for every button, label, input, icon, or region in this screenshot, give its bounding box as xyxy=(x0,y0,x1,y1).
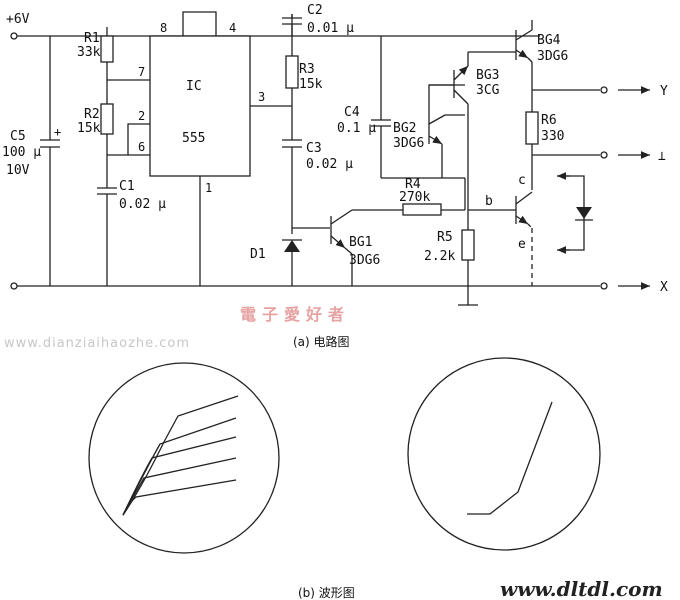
ic-555: IC 555 8 4 7 2 6 3 1 xyxy=(107,11,292,286)
r4-value: 270k xyxy=(399,190,430,205)
ic-ref: IC xyxy=(186,79,202,94)
output-x-label: X xyxy=(660,280,668,295)
watermark-url: www.dianziaihaozhe.com xyxy=(4,336,190,351)
pin-8: 8 xyxy=(160,21,167,35)
svg-text:+: + xyxy=(54,125,61,139)
resistor-r1: R1 33k xyxy=(77,27,114,80)
pin-3: 3 xyxy=(258,90,265,104)
dut-b: b xyxy=(485,194,493,209)
r1-ref: R1 xyxy=(84,31,100,46)
output-terminals: Y ⊥ X xyxy=(600,84,668,295)
c5-voltage: 10V xyxy=(6,163,30,178)
ic-type: 555 xyxy=(182,131,205,146)
caption-a: (a) 电路图 xyxy=(293,334,350,349)
r6-ref: R6 xyxy=(541,113,557,128)
pin-7: 7 xyxy=(138,65,145,79)
resistor-r3: R3 15k xyxy=(285,36,323,140)
capacitor-c2: C2 0.01 μ xyxy=(282,3,354,36)
watermark-cn: 電子愛好者 xyxy=(240,305,350,324)
c2-ref: C2 xyxy=(307,3,323,18)
bg2-ref: BG2 xyxy=(393,121,416,136)
c3-ref: C3 xyxy=(306,141,322,156)
capacitor-c1: C1 0.02 μ xyxy=(97,155,166,286)
bg1-ref: BG1 xyxy=(349,235,372,250)
device-under-test: c b e xyxy=(468,172,593,286)
capacitor-c4: C4 0.1 μ xyxy=(337,36,465,179)
pin-6: 6 xyxy=(138,140,145,154)
diode-d1: D1 xyxy=(250,239,302,286)
resistor-r6: R6 330 xyxy=(525,111,650,190)
bg3-ref: BG3 xyxy=(476,68,499,83)
c5-value: 100 μ xyxy=(2,145,41,160)
r5-value: 2.2k xyxy=(424,249,455,264)
c3-value: 0.02 μ xyxy=(306,157,353,172)
caption-b: (b) 波形图 xyxy=(298,586,355,600)
r1-value: 33k xyxy=(77,45,101,60)
r2-ref: R2 xyxy=(84,107,100,122)
r2-value: 15k xyxy=(77,121,101,136)
r4-ref: R4 xyxy=(405,177,421,192)
c1-ref: C1 xyxy=(119,179,135,194)
c2-value: 0.01 μ xyxy=(307,21,354,36)
bg4-type: 3DG6 xyxy=(537,49,568,64)
scope-screen-right xyxy=(407,357,601,551)
c4-ref: C4 xyxy=(344,105,360,120)
output-ground-label: ⊥ xyxy=(658,149,666,164)
dut-e: e xyxy=(518,237,526,252)
transistor-bg2: BG2 3DG6 xyxy=(393,84,466,210)
r5-ref: R5 xyxy=(437,230,453,245)
resistor-r5: R5 2.2k xyxy=(424,210,478,306)
scope-screen-left xyxy=(88,362,280,554)
resistor-r4: R4 270k xyxy=(399,177,442,216)
bg1-type: 3DG6 xyxy=(349,253,380,268)
c1-value: 0.02 μ xyxy=(119,197,166,212)
pin-4: 4 xyxy=(229,21,236,35)
output-y-label: Y xyxy=(660,84,668,99)
watermark-site: www.dltdl.com xyxy=(500,577,663,600)
c4-value: 0.1 μ xyxy=(337,121,376,136)
capacitor-c3: C3 0.02 μ xyxy=(282,139,353,234)
r3-ref: R3 xyxy=(299,62,315,77)
transistor-bg1: BG1 3DG6 xyxy=(292,209,465,286)
c5-ref: C5 xyxy=(10,129,26,144)
pin-1: 1 xyxy=(205,181,212,195)
bg3-type: 3CG xyxy=(476,83,500,98)
d1-ref: D1 xyxy=(250,247,266,262)
bg2-type: 3DG6 xyxy=(393,136,424,151)
r6-value: 330 xyxy=(541,129,564,144)
r3-value: 15k xyxy=(299,77,323,92)
vcc-label: +6V xyxy=(6,12,30,27)
ground-rail xyxy=(10,282,600,290)
dut-c: c xyxy=(518,173,526,188)
transistor-bg4: BG4 3DG6 xyxy=(515,20,650,112)
transistor-bg3: BG3 3CG xyxy=(429,51,516,210)
resistor-r2: R2 15k xyxy=(77,80,114,155)
capacitor-c5: + C5 100 μ 10V xyxy=(2,36,61,286)
bg4-ref: BG4 xyxy=(537,33,561,48)
pin-2: 2 xyxy=(138,109,145,123)
